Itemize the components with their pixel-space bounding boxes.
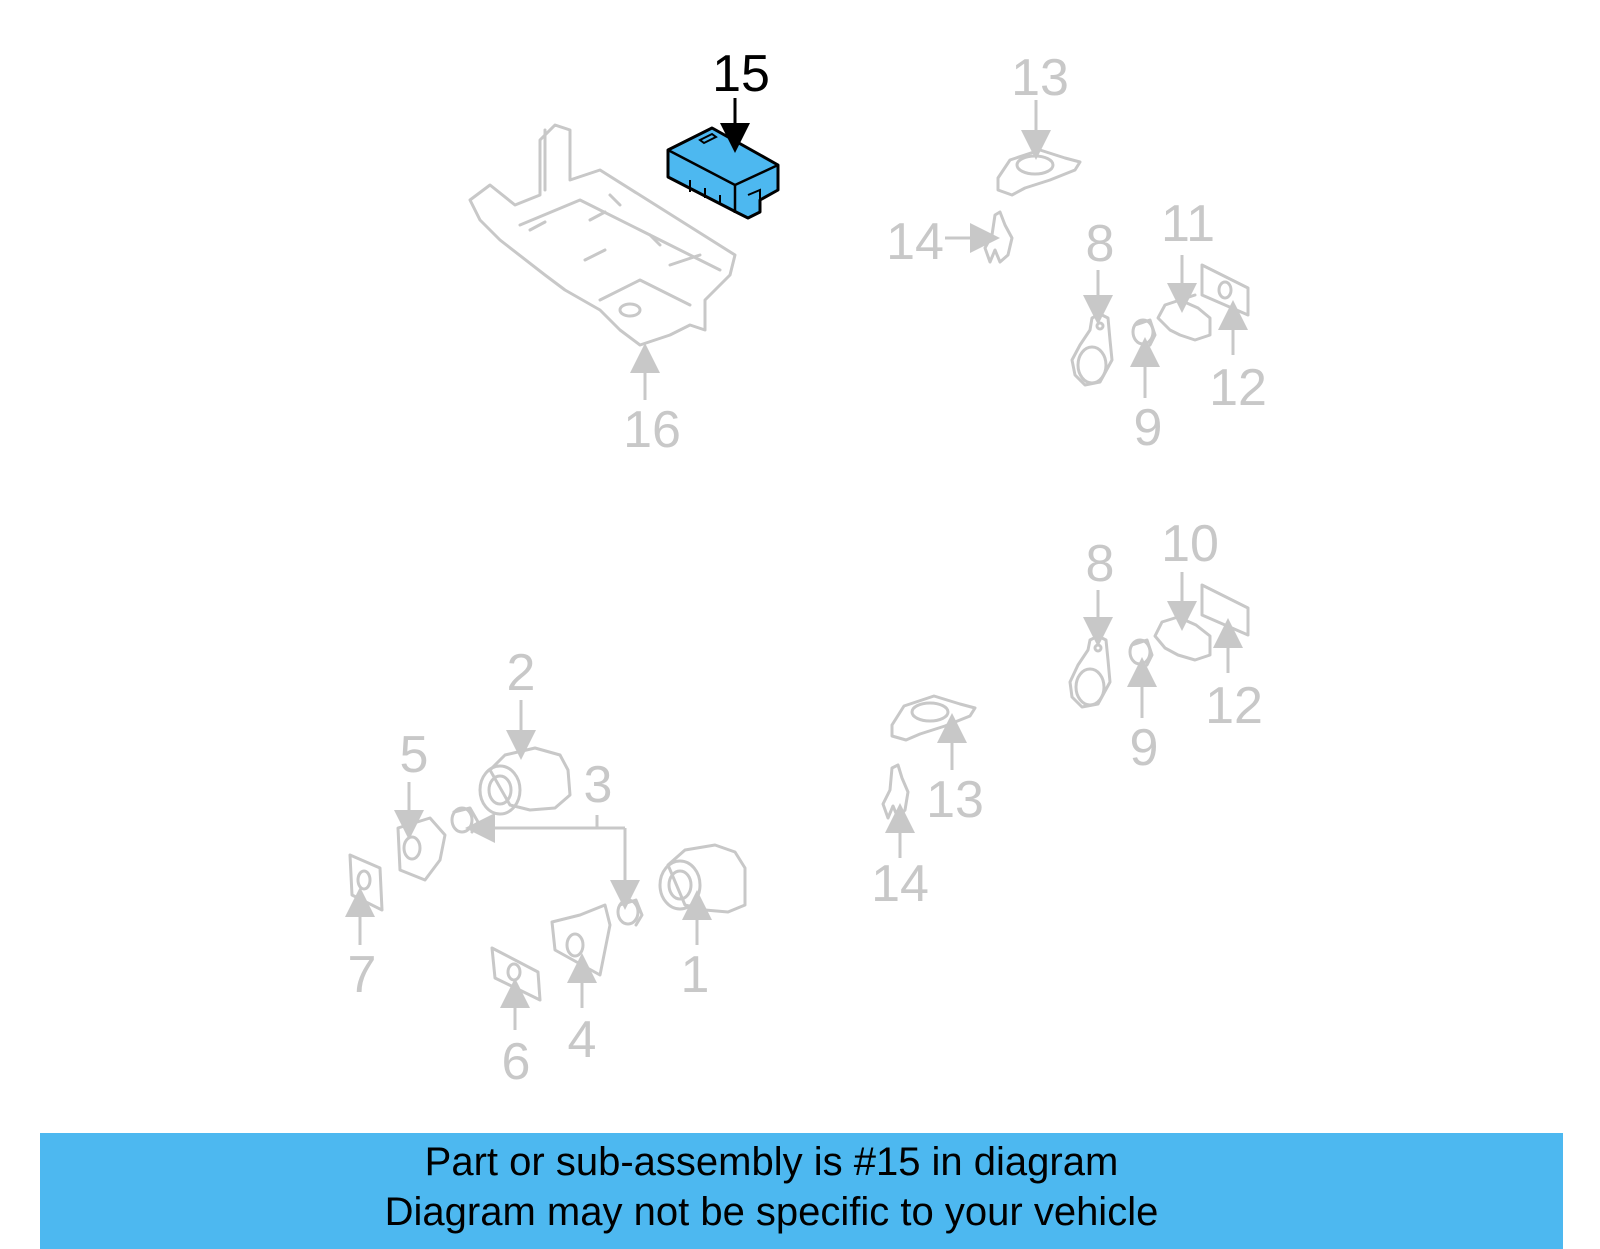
callout-3: 3 <box>583 756 613 814</box>
callout-14-top: 14 <box>886 213 944 271</box>
control-module-part-15 <box>666 126 780 220</box>
callout-10: 10 <box>1161 515 1219 573</box>
callout-6: 6 <box>501 1033 531 1091</box>
callout-9-bottom: 9 <box>1129 719 1159 777</box>
bracket-part-16 <box>468 123 737 347</box>
callout-8-bottom: 8 <box>1085 535 1115 593</box>
callout-15: 15 <box>712 45 770 103</box>
clip-part-14-bottom <box>881 763 910 820</box>
callout-2: 2 <box>506 644 536 702</box>
gasket-part-7 <box>348 853 384 912</box>
sensor-part-2 <box>478 746 572 816</box>
callout-16: 16 <box>623 401 681 459</box>
callout-12-top: 12 <box>1209 359 1267 417</box>
callout-12-bottom: 12 <box>1205 677 1263 735</box>
banner-line-disclaimer: Diagram may not be specific to your vehi… <box>384 1190 1159 1234</box>
callout-7: 7 <box>347 946 377 1004</box>
callout-5: 5 <box>399 726 429 784</box>
callout-13-top: 13 <box>1011 49 1069 107</box>
callout-14-bottom: 14 <box>871 855 929 913</box>
sleeve-part-11 <box>1156 293 1212 342</box>
sensor-part-1 <box>658 843 747 914</box>
bracket-part-4 <box>550 903 612 977</box>
sensor-part-8-top <box>1070 312 1114 387</box>
sensor-part-8-bottom <box>1068 634 1112 709</box>
callout-4: 4 <box>567 1011 597 1069</box>
ring-part-3-left <box>450 806 480 834</box>
callout-1: 1 <box>680 946 710 1004</box>
gasket-part-6 <box>490 946 542 1002</box>
gasket-part-12-top <box>1200 263 1250 317</box>
clip-part-14-top <box>983 210 1014 264</box>
callout-13-bottom: 13 <box>926 771 984 829</box>
sleeve-part-10 <box>1153 615 1212 662</box>
ring-part-9-bottom <box>1128 638 1154 667</box>
callout-9-top: 9 <box>1133 399 1163 457</box>
holder-part-13-bottom <box>890 694 977 742</box>
gasket-part-12-bottom <box>1200 583 1250 637</box>
callout-11: 11 <box>1161 195 1215 253</box>
info-banner: Part or sub-assembly is #15 in diagram D… <box>40 1133 1563 1249</box>
banner-line-part: Part or sub-assembly is #15 in diagram <box>424 1140 1119 1184</box>
bracket-part-5 <box>396 816 447 882</box>
ring-part-9-top <box>1131 318 1157 347</box>
holder-part-13-top <box>996 148 1082 197</box>
ring-part-3-right <box>616 898 644 927</box>
parts-diagram <box>345 98 1250 1030</box>
callout-8-top: 8 <box>1085 215 1115 273</box>
